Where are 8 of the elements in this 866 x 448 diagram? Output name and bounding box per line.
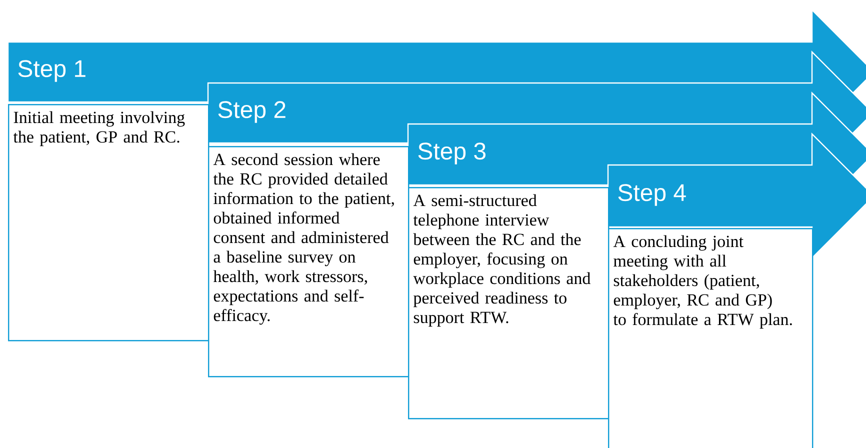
node-label: Step 1 [18, 60, 86, 82]
node-label: Step 2 [218, 101, 286, 123]
description-box: A concluding joint meeting with all stakeholders (patient, employer, RC and GP) to formulate a RTW plan. [608, 228, 814, 448]
description-box: A semi-structured telephone interview between the RC and the employer, focusing on workplace conditions and perceived readiness to support RTW. [408, 187, 610, 420]
node-label: Step 4 [618, 184, 686, 206]
description-box: Initial meeting involving the patient, GP and RC. [8, 104, 210, 342]
node-label: Step 3 [418, 142, 486, 164]
description-box: A second session where the RC provided detailed information to the patient, obtained informed consent and administered a baseline survey on health, work stressors, expectations and self-efficacy. [208, 146, 410, 378]
